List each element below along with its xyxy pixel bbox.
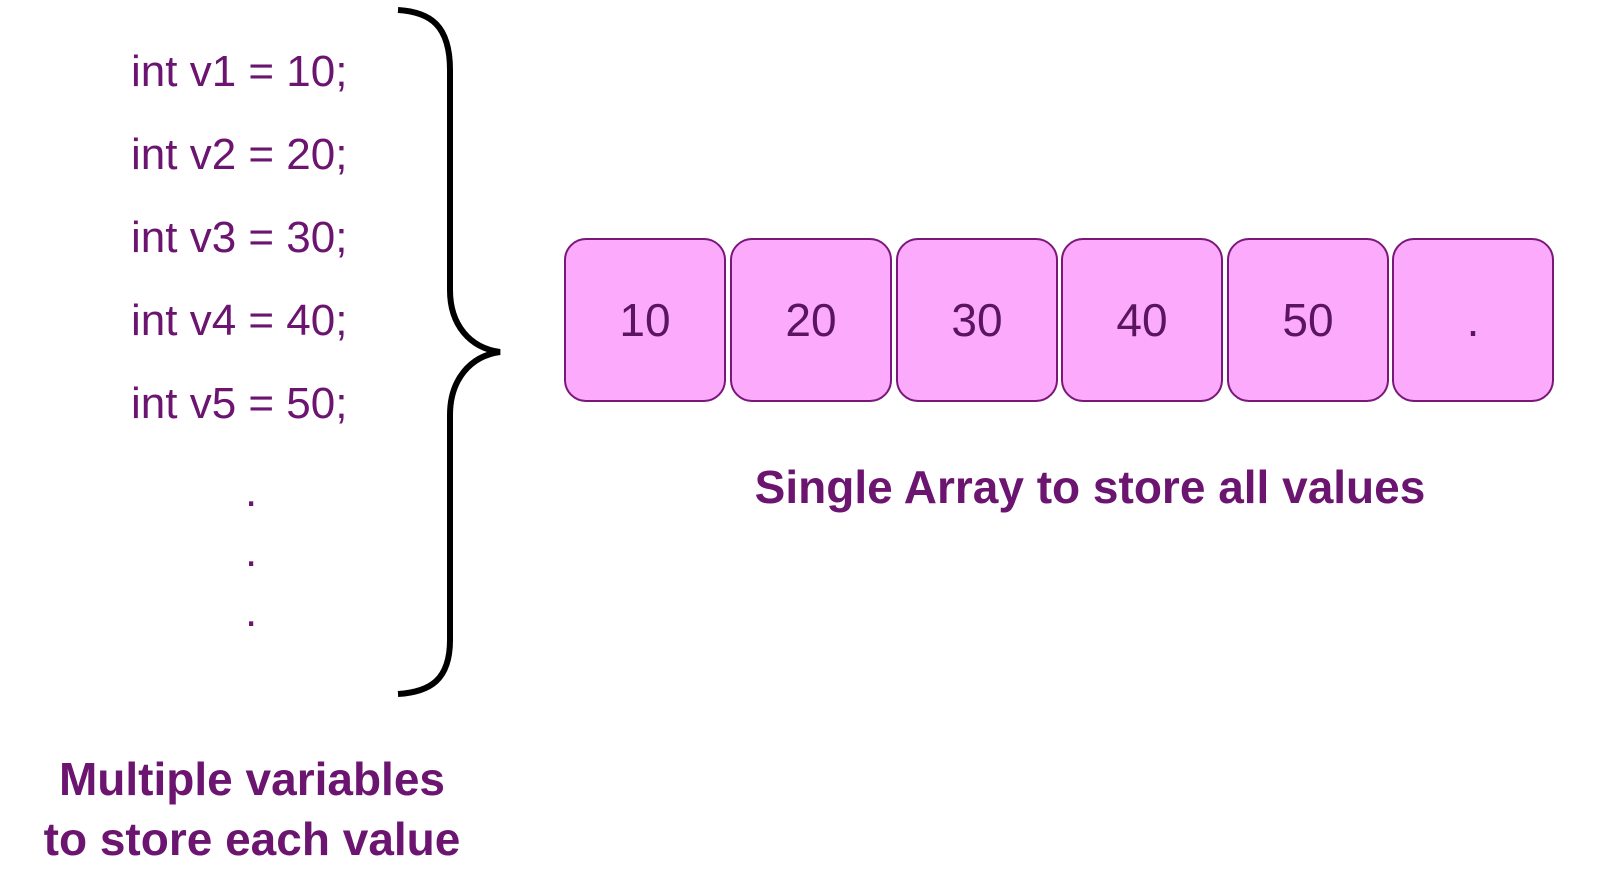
array-cell: 10	[564, 238, 726, 402]
ellipsis-dot: .	[245, 467, 258, 516]
array-cell: 40	[1061, 238, 1223, 402]
variables-caption-line1: Multiple variables	[58, 753, 445, 805]
variable-declaration-v2: int v2 = 20;	[131, 130, 348, 179]
curly-brace-icon	[397, 7, 501, 697]
ellipsis-dot: .	[245, 527, 258, 576]
variables-caption: Multiple variables to store each value	[44, 750, 461, 870]
ellipsis-dot: .	[245, 587, 258, 636]
variables-caption-line2: to store each value	[43, 812, 461, 865]
array-caption: Single Array to store all values	[754, 461, 1426, 513]
variable-declaration-v4: int v4 = 40;	[131, 296, 348, 345]
variable-declaration-v1: int v1 = 10;	[131, 47, 348, 96]
array-cell: .	[1392, 238, 1554, 402]
variable-declaration-v3: int v3 = 30;	[131, 213, 348, 262]
array-cell: 50	[1227, 238, 1389, 402]
variable-declaration-v5: int v5 = 50;	[131, 379, 348, 428]
array-cell: 30	[896, 238, 1058, 402]
array-cell: 20	[730, 238, 892, 402]
